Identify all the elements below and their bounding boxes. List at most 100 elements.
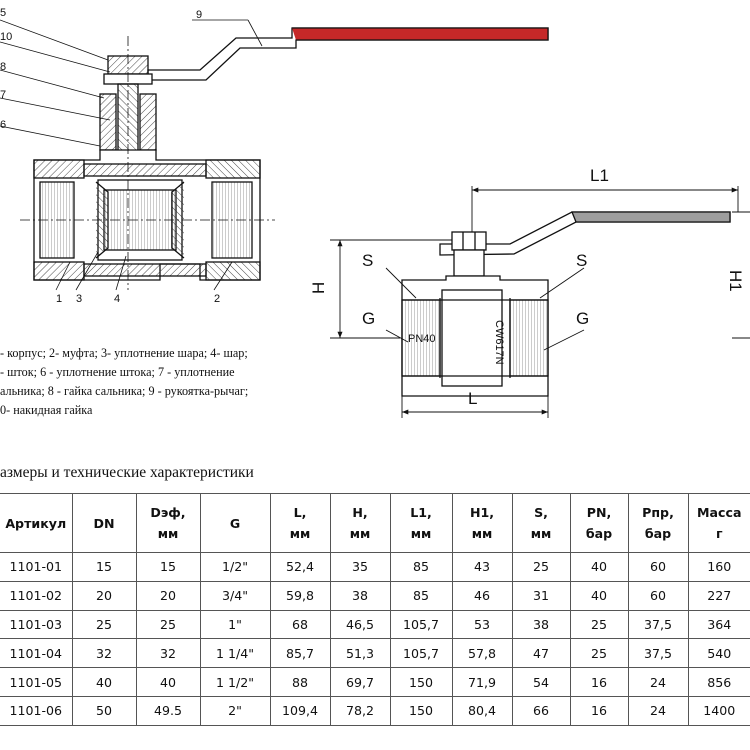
table-cell: 35	[329, 552, 391, 582]
table-cell: 2"	[199, 695, 271, 726]
header-line: мм	[157, 526, 179, 541]
label-S-right: S	[576, 251, 587, 270]
header-line: мм	[289, 526, 311, 541]
external-view	[330, 186, 750, 418]
table-cell: 1101-06	[0, 695, 73, 726]
valve-technical-drawing: 5 10 8 7 6 9 1 3 4 2	[0, 7, 750, 418]
table-cell: 38	[329, 580, 391, 611]
table-cell: 51,3	[329, 638, 391, 669]
table-cell: 25	[135, 609, 201, 640]
table-cell: 50	[71, 695, 137, 726]
table-cell: 52,4	[269, 552, 331, 582]
table-header-cell: Dэф,мм	[135, 493, 201, 553]
table-cell: 46,5	[329, 609, 391, 640]
header-line: мм	[410, 526, 432, 541]
table-cell: 38	[511, 609, 571, 640]
table-cell: 227	[687, 580, 750, 611]
table-cell: 1101-02	[0, 580, 73, 611]
table-cell: 37,5	[627, 638, 689, 669]
gland-nut	[99, 93, 117, 151]
table-cell: 40	[135, 667, 201, 697]
header-line: бар	[644, 526, 672, 541]
callout-6: 6	[0, 119, 6, 131]
label-H1: H1	[726, 270, 745, 292]
table-cell: 69,7	[329, 667, 391, 697]
table-header-cell: S, мм	[511, 493, 571, 553]
table-cell: 364	[687, 609, 750, 640]
table-cell: 25	[569, 609, 629, 640]
marking-cw617n: CW617N	[493, 320, 505, 365]
label-G-right: G	[576, 309, 589, 328]
table-cell: 85	[389, 552, 453, 582]
callouts: 5 10 8 7 6 9 1 3 4 2	[0, 7, 220, 305]
table-cell: 1101-03	[0, 609, 73, 640]
parts-legend: - корпус; 2- муфта; 3- уплотнение шара; …	[0, 344, 330, 420]
callout-2: 2	[214, 293, 220, 305]
legend-line: альника; 8 - гайка сальника; 9 - рукоятк…	[0, 384, 249, 398]
table-header-cell: G	[199, 493, 271, 553]
table-cell: 25	[511, 552, 571, 582]
table-cell: 1101-01	[0, 552, 73, 582]
legend-line: 0- накидная гайка	[0, 403, 93, 417]
table-header-cell: H,мм	[329, 493, 391, 553]
table-cell: 53	[451, 609, 513, 640]
table-header-cell: PN,бар	[569, 493, 629, 553]
header-line: DN	[93, 515, 115, 531]
table-cell: 59,8	[269, 580, 331, 611]
table-cell: 24	[627, 667, 689, 697]
table-cell: 40	[569, 580, 629, 611]
table-cell: 150	[389, 695, 453, 726]
table-cell: 47	[511, 638, 571, 669]
table-cell: 71,9	[451, 667, 513, 697]
label-L: L	[468, 389, 477, 408]
table-cell: 54	[511, 667, 571, 697]
label-S-left: S	[362, 251, 373, 270]
header-line: г	[715, 526, 723, 541]
table-cell: 85,7	[269, 638, 331, 669]
table-header-cell: Артикул	[0, 493, 73, 553]
table-cell: 540	[687, 638, 750, 669]
marking-pn40: PN40	[408, 333, 436, 345]
table-cell: 49.5	[135, 695, 201, 726]
table-cell: 66	[511, 695, 571, 726]
table-cell: 25	[71, 609, 137, 640]
header-line: мм	[471, 526, 493, 541]
header-line: мм	[530, 526, 552, 541]
legend-line: - корпус; 2- муфта; 3- уплотнение шара; …	[0, 346, 248, 360]
label-H: H	[309, 282, 328, 294]
section-view	[0, 19, 549, 291]
table-cell: 1101-05	[0, 667, 73, 697]
callout-3: 3	[76, 293, 82, 305]
table-cell: 46	[451, 580, 513, 611]
table-cell: 3/4"	[199, 580, 271, 611]
legend-line: - шток; 6 - уплотнение штока; 7 - уплотн…	[0, 365, 235, 379]
table-cell: 32	[71, 638, 137, 669]
table-cell: 20	[71, 580, 137, 611]
header-line: Масса	[697, 505, 742, 520]
table-cell: 43	[451, 552, 513, 582]
table-header-cell: L,мм	[269, 493, 331, 553]
header-line: G	[229, 515, 241, 531]
table-cell: 60	[627, 552, 689, 582]
table-cell: 16	[569, 695, 629, 726]
header-line: S,	[534, 505, 548, 520]
table-cell: 150	[389, 667, 453, 697]
table-cell: 1400	[687, 695, 750, 726]
table-cell: 37,5	[627, 609, 689, 640]
table-cell: 1"	[199, 609, 271, 640]
table-cell: 105,7	[389, 638, 453, 669]
table-cell: 80,4	[451, 695, 513, 726]
header-line: H,	[352, 505, 368, 520]
header-line: L1,	[410, 505, 432, 520]
table-cell: 78,2	[329, 695, 391, 726]
table-cell: 57,8	[451, 638, 513, 669]
table-cell: 856	[687, 667, 750, 697]
header-line: бар	[585, 526, 613, 541]
callout-4: 4	[114, 293, 120, 305]
table-cell: 1101-04	[0, 638, 73, 669]
